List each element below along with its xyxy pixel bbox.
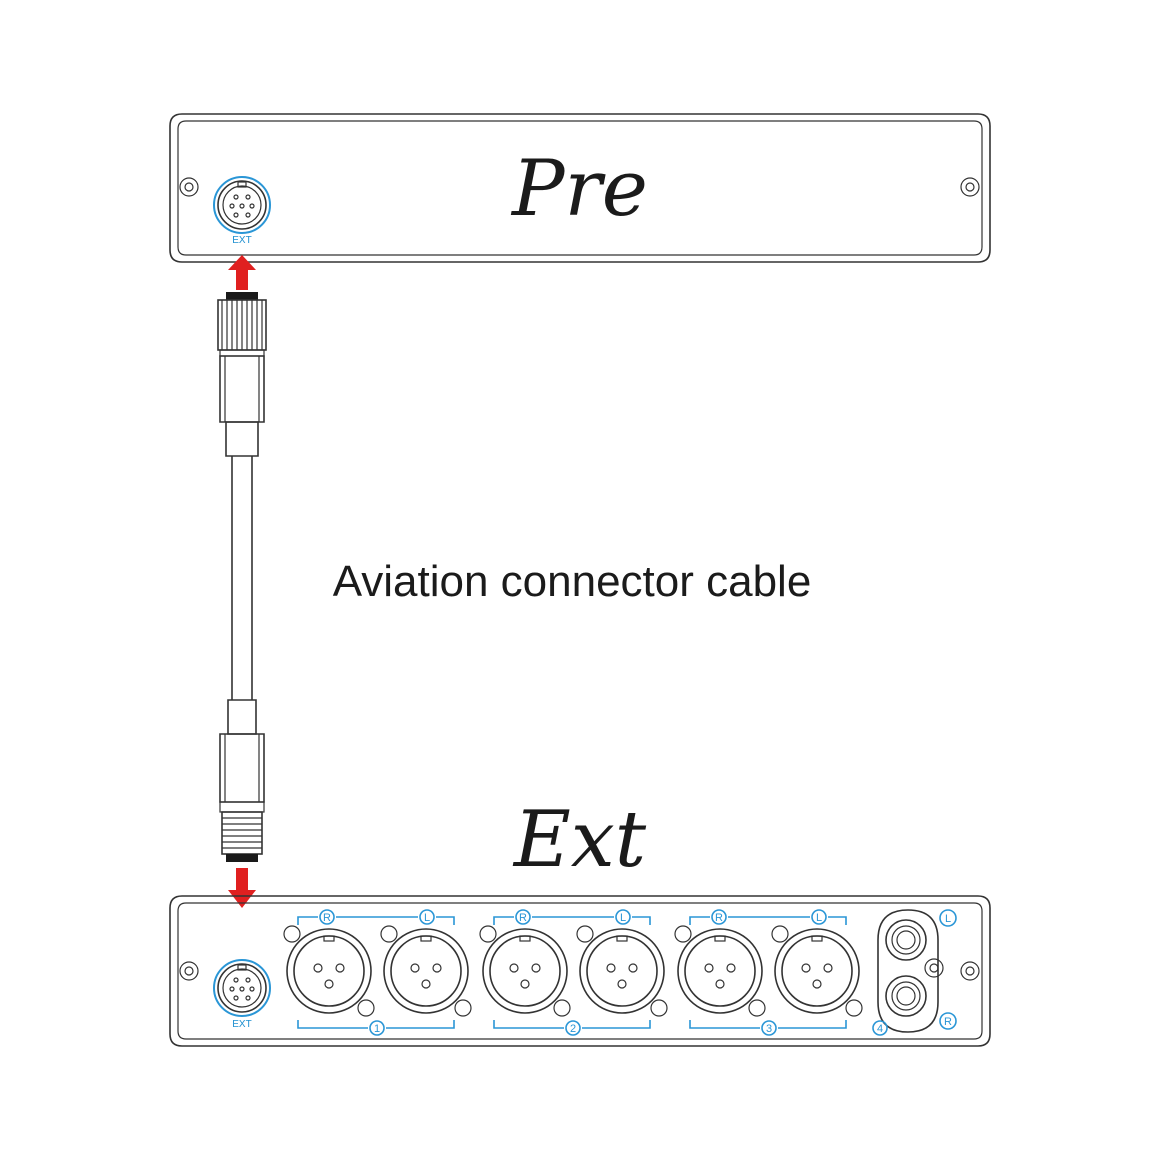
svg-text:L: L [816, 912, 822, 924]
xlr-group-label: 3 [766, 1023, 772, 1035]
svg-text:R: R [323, 912, 331, 924]
xlr-group-1: R L 1 [283, 909, 472, 1036]
pre-unit-title: Pre [510, 144, 648, 234]
screw-icon [179, 961, 199, 981]
screw-icon [179, 177, 199, 197]
xlr-socket-icon[interactable] [576, 925, 668, 1017]
svg-text:R: R [944, 1016, 952, 1028]
rca-jack-icon[interactable] [885, 919, 927, 961]
aviation-connector-cable [217, 255, 267, 908]
ext-port-label: EXT [232, 1019, 251, 1030]
screw-icon [924, 958, 944, 978]
xlr-group-3: R L 3 [674, 909, 863, 1036]
xlr-group-label: 2 [570, 1023, 576, 1035]
svg-text:L: L [620, 912, 626, 924]
ext-unit-title: Ext [512, 795, 647, 885]
screw-icon [960, 177, 980, 197]
xlr-socket-icon[interactable] [283, 925, 375, 1017]
cable-label: Aviation connector cable [333, 557, 812, 606]
xlr-group-label: 1 [374, 1023, 380, 1035]
xlr-socket-icon[interactable] [674, 925, 766, 1017]
xlr-group-2: R L 2 [479, 909, 668, 1036]
ext-unit-panel: EXT R L 1 [169, 895, 991, 1047]
svg-text:L: L [424, 912, 430, 924]
rca-jack-icon[interactable] [885, 975, 927, 1017]
arrow-up-icon [228, 255, 256, 290]
xlr-socket-icon[interactable] [380, 925, 472, 1017]
rca-group: L R 4 [872, 909, 957, 1036]
arrow-down-icon [228, 868, 256, 908]
svg-text:R: R [715, 912, 723, 924]
pre-port-label: EXT [232, 235, 251, 246]
rca-group-label: 4 [877, 1023, 883, 1035]
pre-unit-panel: EXT Pre [169, 113, 991, 263]
screw-icon [960, 961, 980, 981]
svg-text:R: R [519, 912, 527, 924]
aviation-socket-icon[interactable] [213, 959, 271, 1017]
xlr-socket-icon[interactable] [479, 925, 571, 1017]
svg-text:L: L [945, 913, 951, 925]
xlr-socket-icon[interactable] [771, 925, 863, 1017]
aviation-socket-icon[interactable] [213, 176, 271, 234]
